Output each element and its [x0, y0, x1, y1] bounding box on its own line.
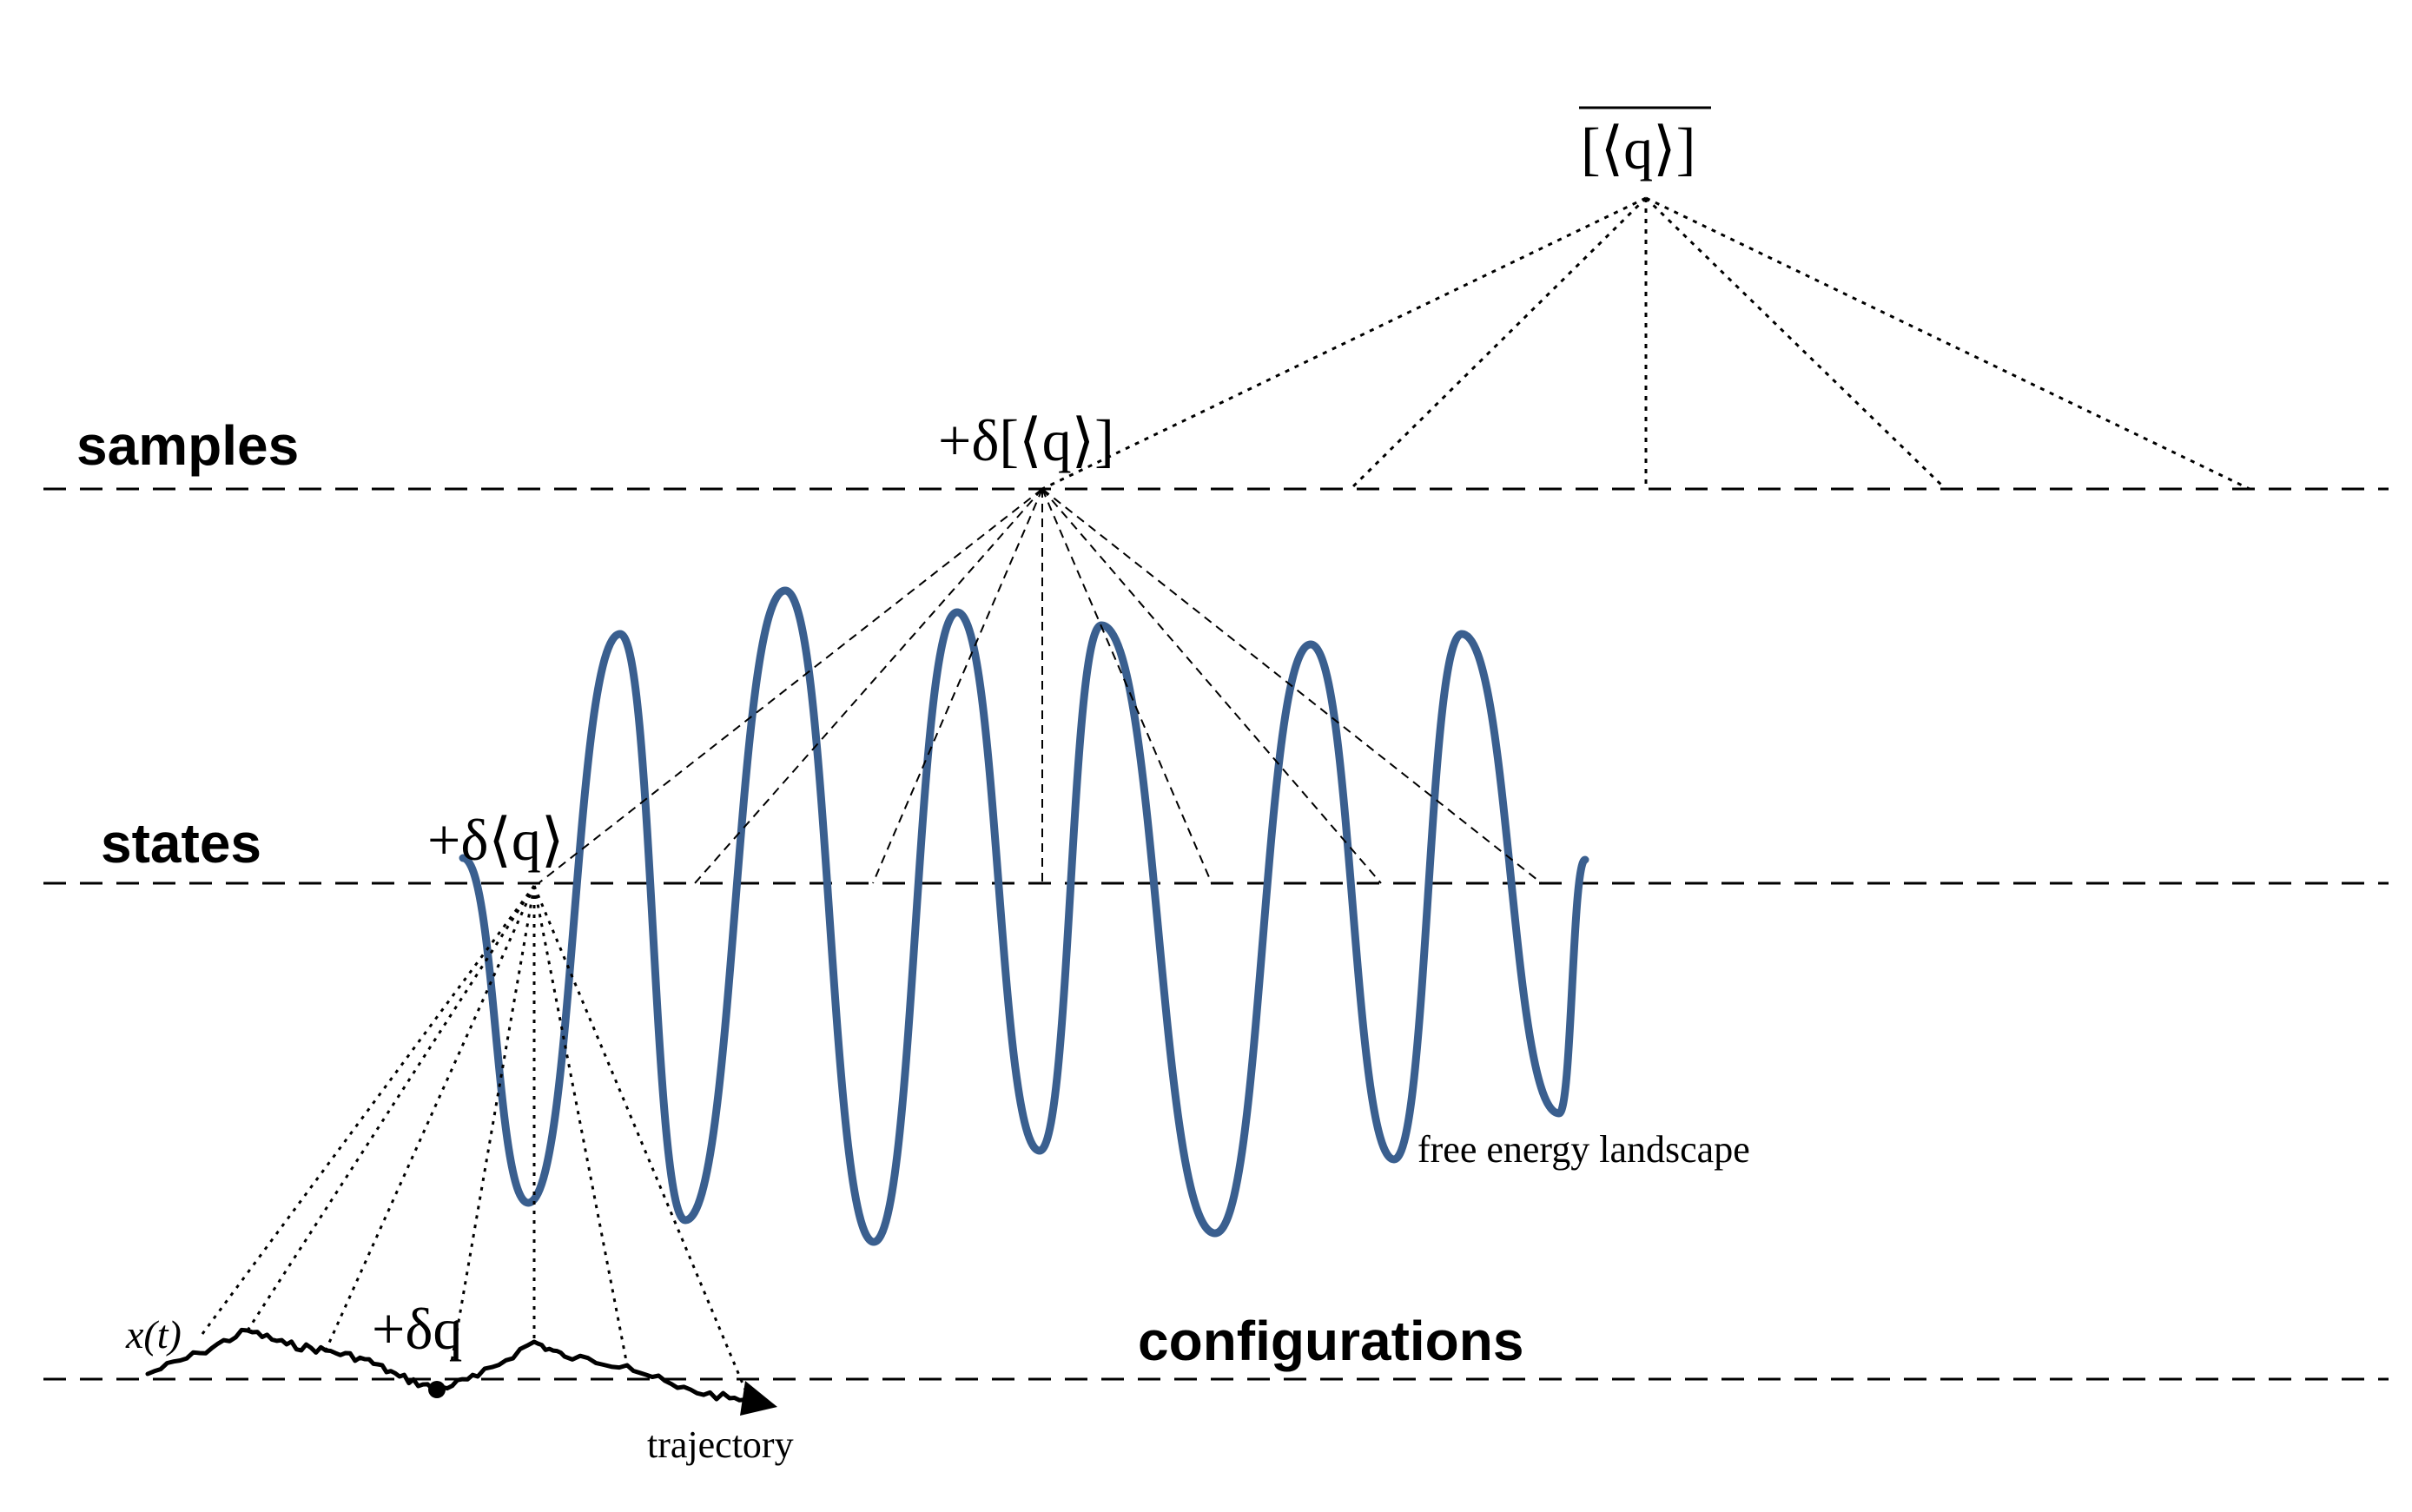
- top-average-label: [⟨q⟩]: [1581, 116, 1695, 182]
- fan-line: [246, 885, 536, 1331]
- delta-configuration-label: +δq: [372, 1296, 462, 1362]
- fan-line: [1041, 488, 1382, 884]
- fan-line: [532, 885, 749, 1395]
- delta-sample-label: +δ[⟨q⟩]: [938, 407, 1114, 473]
- configuration-fan: [198, 885, 749, 1395]
- sample-average-fan: [1041, 196, 2250, 491]
- state-fan: [538, 488, 1543, 884]
- free-energy-landscape-label: free energy landscape: [1417, 1128, 1750, 1171]
- fan-line: [1644, 196, 1947, 491]
- trajectory-label: trajectory: [647, 1423, 794, 1466]
- fan-line: [198, 885, 536, 1338]
- fan-line: [872, 488, 1043, 884]
- fan-line: [1349, 196, 1648, 491]
- fan-line: [538, 488, 1043, 884]
- states-label: states: [101, 812, 261, 875]
- delta-state-label: +δ⟨q⟩: [427, 807, 564, 873]
- trajectory-variable-label: x(t): [125, 1312, 182, 1357]
- free-energy-landscape-curve: [459, 586, 1589, 1246]
- fan-line: [450, 885, 536, 1363]
- trajectory-arrowhead-icon: [740, 1381, 777, 1416]
- fan-line: [1041, 488, 1543, 884]
- fan-line: [1041, 488, 1213, 884]
- fan-line: [532, 885, 629, 1366]
- samples-label: samples: [76, 414, 299, 477]
- fan-line: [1645, 196, 2250, 491]
- fan-line: [1041, 196, 1647, 491]
- configuration-point: [428, 1381, 446, 1398]
- configurations-label: configurations: [1138, 1310, 1523, 1372]
